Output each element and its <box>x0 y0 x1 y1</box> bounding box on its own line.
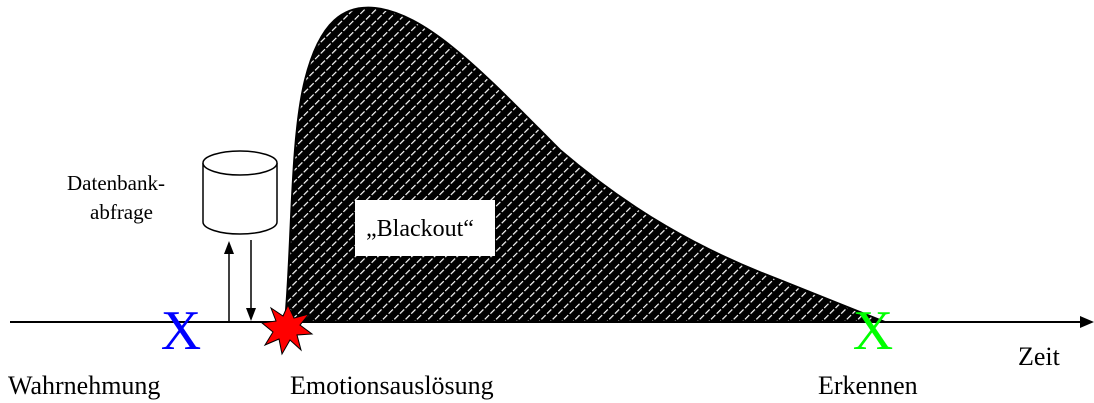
blackout-label: „Blackout“ <box>355 200 495 256</box>
perception-marker: X <box>161 300 201 362</box>
query-up-arrow <box>224 241 234 322</box>
blackout-label-text: „Blackout“ <box>366 216 474 242</box>
cylinder-body <box>202 163 278 235</box>
emotion-trigger-label: Emotionsauslösung <box>290 371 494 400</box>
blackout-area <box>283 6 886 323</box>
perception-label: Wahrnehmung <box>8 371 160 400</box>
blackout-label-box <box>355 200 495 256</box>
cylinder-icon <box>202 150 278 235</box>
time-axis-arrowhead <box>1080 316 1094 328</box>
burst-icon <box>260 303 314 356</box>
database-query-label-line1: Datenbank- <box>67 171 165 195</box>
time-axis-label: Zeit <box>1018 342 1061 371</box>
query-down-arrow <box>246 240 256 321</box>
recognition-label: Erkennen <box>818 371 918 400</box>
database-query-label-line2: abfrage <box>90 200 153 224</box>
recognition-marker: X <box>853 300 893 362</box>
cylinder-top <box>202 150 278 176</box>
